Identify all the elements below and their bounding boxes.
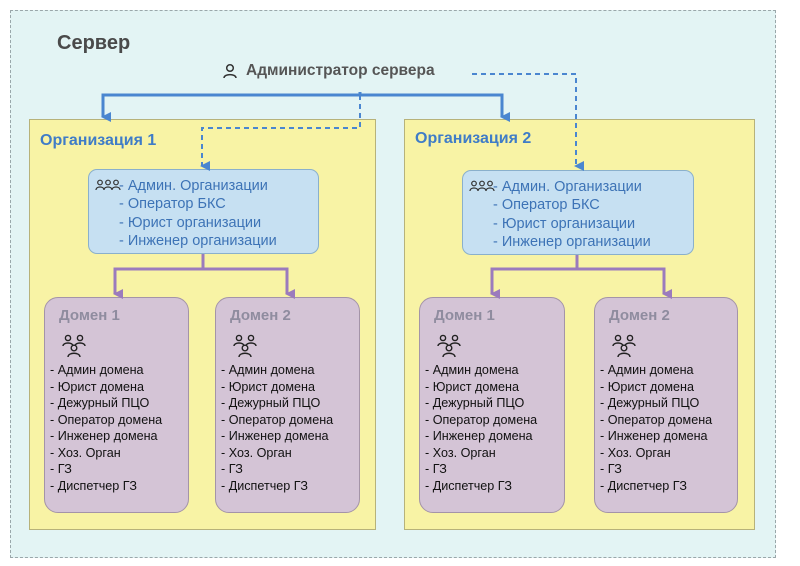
domain-role-item: - Инженер домена	[50, 429, 158, 443]
domain-role-item: - Диспетчер ГЗ	[50, 478, 137, 493]
domain-title: Домен 2	[230, 307, 291, 324]
domain-role-item: - Дежурный ПЦО	[50, 396, 150, 410]
user-group-icon	[437, 334, 461, 358]
domain-title: Домен 1	[59, 307, 120, 324]
domain-role-item: - ГЗ	[425, 462, 447, 476]
domain-role-item: - Хоз. Орган	[50, 445, 121, 460]
domain-role-item: - ГЗ	[600, 462, 622, 476]
domain-role-item: - Оператор домена	[600, 412, 713, 427]
role-item: - Оператор БКС	[493, 197, 600, 214]
user-group-icon	[233, 334, 257, 358]
server-title: Сервер	[57, 32, 131, 54]
domain-role-item: - ГЗ	[50, 462, 72, 476]
domain-role-item: - Инженер домена	[600, 429, 708, 443]
role-item: - Инженер организации	[493, 233, 651, 250]
role-item: - Админ. Организации	[493, 179, 642, 195]
connector-org1-domains	[113, 254, 205, 299]
domain-role-item: - ГЗ	[221, 462, 243, 476]
domain-role-item: - Юрист домена	[221, 379, 315, 394]
role-item: - Админ. Организации	[119, 178, 268, 194]
domain-role-item: - Хоз. Орган	[221, 445, 292, 460]
domain-role-item: - Оператор домена	[425, 412, 538, 427]
connector-admin-org2	[360, 93, 510, 122]
domain-role-item: - Админ домена	[600, 363, 694, 377]
org-1-domain-2: Домен 2 - Админ домена - Юрист домена - …	[215, 297, 360, 513]
domain-role-item: - Диспетчер ГЗ	[600, 478, 687, 493]
connector-admin-roles2	[472, 73, 584, 171]
org-2-roles: - Админ. Организации - Оператор БКС - Юр…	[462, 170, 694, 255]
domain-role-item: - Юрист домена	[425, 379, 519, 394]
connector-org2-domain2	[577, 267, 672, 299]
domain-role-item: - Хоз. Орган	[425, 445, 496, 460]
user-group-icon	[612, 334, 636, 358]
org-1-roles: - Админ. Организации - Оператор БКС - Юр…	[88, 169, 319, 254]
domain-role-item: - Диспетчер ГЗ	[425, 478, 512, 493]
connector-org2-domains	[490, 255, 579, 299]
domain-role-item: - Юрист домена	[600, 379, 694, 394]
domain-role-item: - Оператор домена	[50, 412, 163, 427]
org-1-domain-1: Домен 1 - Админ домена - Юрист домена - …	[44, 297, 189, 513]
role-item: - Юрист организации	[119, 214, 262, 231]
user-group-icon	[62, 334, 86, 358]
user-icon	[223, 63, 237, 79]
role-item: - Оператор БКС	[119, 196, 226, 213]
domain-role-item: - Админ домена	[50, 363, 144, 377]
connector-org1-domain2	[203, 267, 295, 299]
user-group-icon	[95, 179, 121, 191]
domain-role-item: - Инженер домена	[425, 429, 533, 443]
connector-admin-org1	[101, 92, 362, 122]
organization-title: Организация 2	[415, 130, 532, 147]
domain-role-item: - Инженер домена	[221, 429, 329, 443]
server-admin: Администратор сервера	[222, 62, 435, 80]
domain-role-item: - Юрист домена	[50, 379, 144, 394]
domain-role-item: - Админ домена	[425, 363, 519, 377]
org-2-domain-2: Домен 2 - Админ домена - Юрист домена - …	[594, 297, 738, 513]
user-group-icon	[469, 180, 495, 192]
domain-role-item: - Хоз. Орган	[600, 445, 671, 460]
domain-role-item: - Диспетчер ГЗ	[221, 478, 308, 493]
domain-title: Домен 2	[609, 307, 670, 324]
domain-title: Домен 1	[434, 307, 495, 324]
domain-role-item: - Админ домена	[221, 363, 315, 377]
connector-admin-roles1	[200, 95, 361, 171]
domain-role-item: - Дежурный ПЦО	[425, 396, 525, 410]
domain-role-item: - Оператор домена	[221, 412, 334, 427]
domain-role-item: - Дежурный ПЦО	[600, 396, 700, 410]
organization-title: Организация 1	[40, 132, 157, 149]
server-admin-label: Администратор сервера	[246, 62, 435, 79]
role-item: - Юрист организации	[493, 215, 636, 232]
domain-role-item: - Дежурный ПЦО	[221, 396, 321, 410]
role-item: - Инженер организации	[119, 232, 277, 249]
org-2-domain-1: Домен 1 - Админ домена - Юрист домена - …	[419, 297, 565, 513]
